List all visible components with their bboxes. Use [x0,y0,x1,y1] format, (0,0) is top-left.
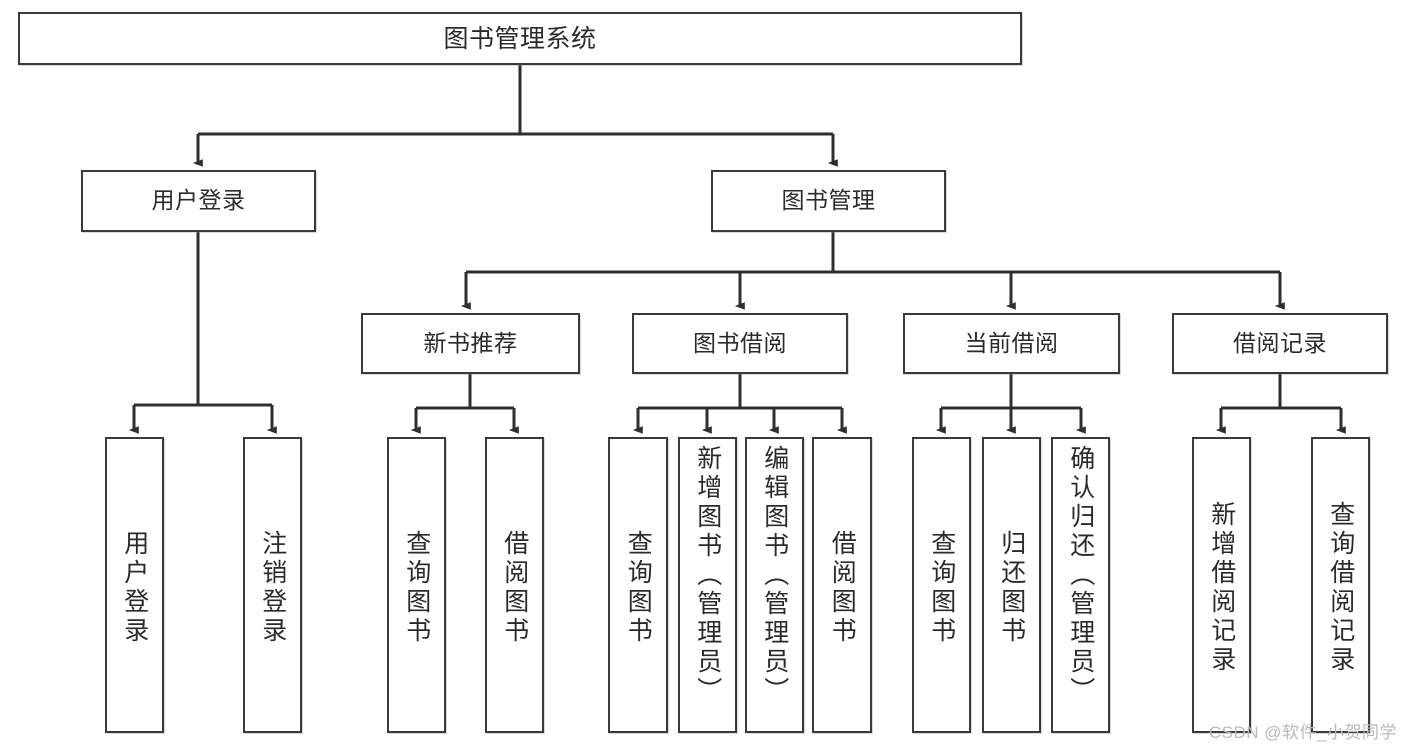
leaf-book-borrow-borrow[interactable]: 借阅图书 [812,437,872,733]
node-label: 新增图书（管理员） [693,445,722,706]
node-label: 用户登录 [151,187,246,214]
node-label: 查询借阅记录 [1326,501,1355,675]
node-root-system[interactable]: 图书管理系统 [18,12,1022,65]
leaf-borrow-record-add[interactable]: 新增借阅记录 [1192,437,1251,733]
node-user-login[interactable]: 用户登录 [81,170,316,232]
node-book-management[interactable]: 图书管理 [711,170,946,232]
node-label: 图书借阅 [693,329,787,356]
node-new-book-recommend[interactable]: 新书推荐 [361,313,580,374]
node-label: 查询图书 [402,530,431,646]
node-label: 用户登录 [120,530,149,646]
node-label: 图书管理系统 [443,24,597,53]
leaf-user-login-logout[interactable]: 注销登录 [243,437,302,733]
node-book-borrow[interactable]: 图书借阅 [632,313,848,374]
node-label: 确认归还（管理员） [1066,445,1095,706]
leaf-book-borrow-edit[interactable]: 编辑图书（管理员） [745,437,804,733]
node-label: 新书推荐 [423,329,518,356]
node-current-borrow[interactable]: 当前借阅 [903,313,1120,374]
csdn-watermark: CSDN @软件_小贺同学 [1208,723,1397,742]
node-label: 查询图书 [927,530,956,646]
leaf-borrow-record-query[interactable]: 查询借阅记录 [1311,437,1370,733]
node-label: 新增借阅记录 [1207,501,1236,675]
node-label: 查询图书 [624,530,653,646]
node-borrow-record[interactable]: 借阅记录 [1172,313,1388,374]
node-label: 归还图书 [997,530,1026,646]
leaf-user-login-login[interactable]: 用户登录 [105,437,164,733]
leaf-new-book-borrow[interactable]: 借阅图书 [485,437,544,733]
leaf-book-borrow-query[interactable]: 查询图书 [608,437,668,733]
node-label: 注销登录 [258,530,287,646]
node-label: 借阅图书 [500,530,529,646]
leaf-current-borrow-return[interactable]: 归还图书 [982,437,1041,733]
node-label: 编辑图书（管理员） [760,445,789,706]
node-label: 图书管理 [781,187,876,214]
leaf-current-borrow-query[interactable]: 查询图书 [912,437,971,733]
node-label: 当前借阅 [964,329,1059,356]
leaf-book-borrow-add[interactable]: 新增图书（管理员） [678,437,737,733]
node-label: 借阅图书 [828,530,857,646]
node-label: 借阅记录 [1233,329,1327,356]
leaf-current-borrow-confirm-return[interactable]: 确认归还（管理员） [1051,437,1110,733]
leaf-new-book-query[interactable]: 查询图书 [387,437,446,733]
